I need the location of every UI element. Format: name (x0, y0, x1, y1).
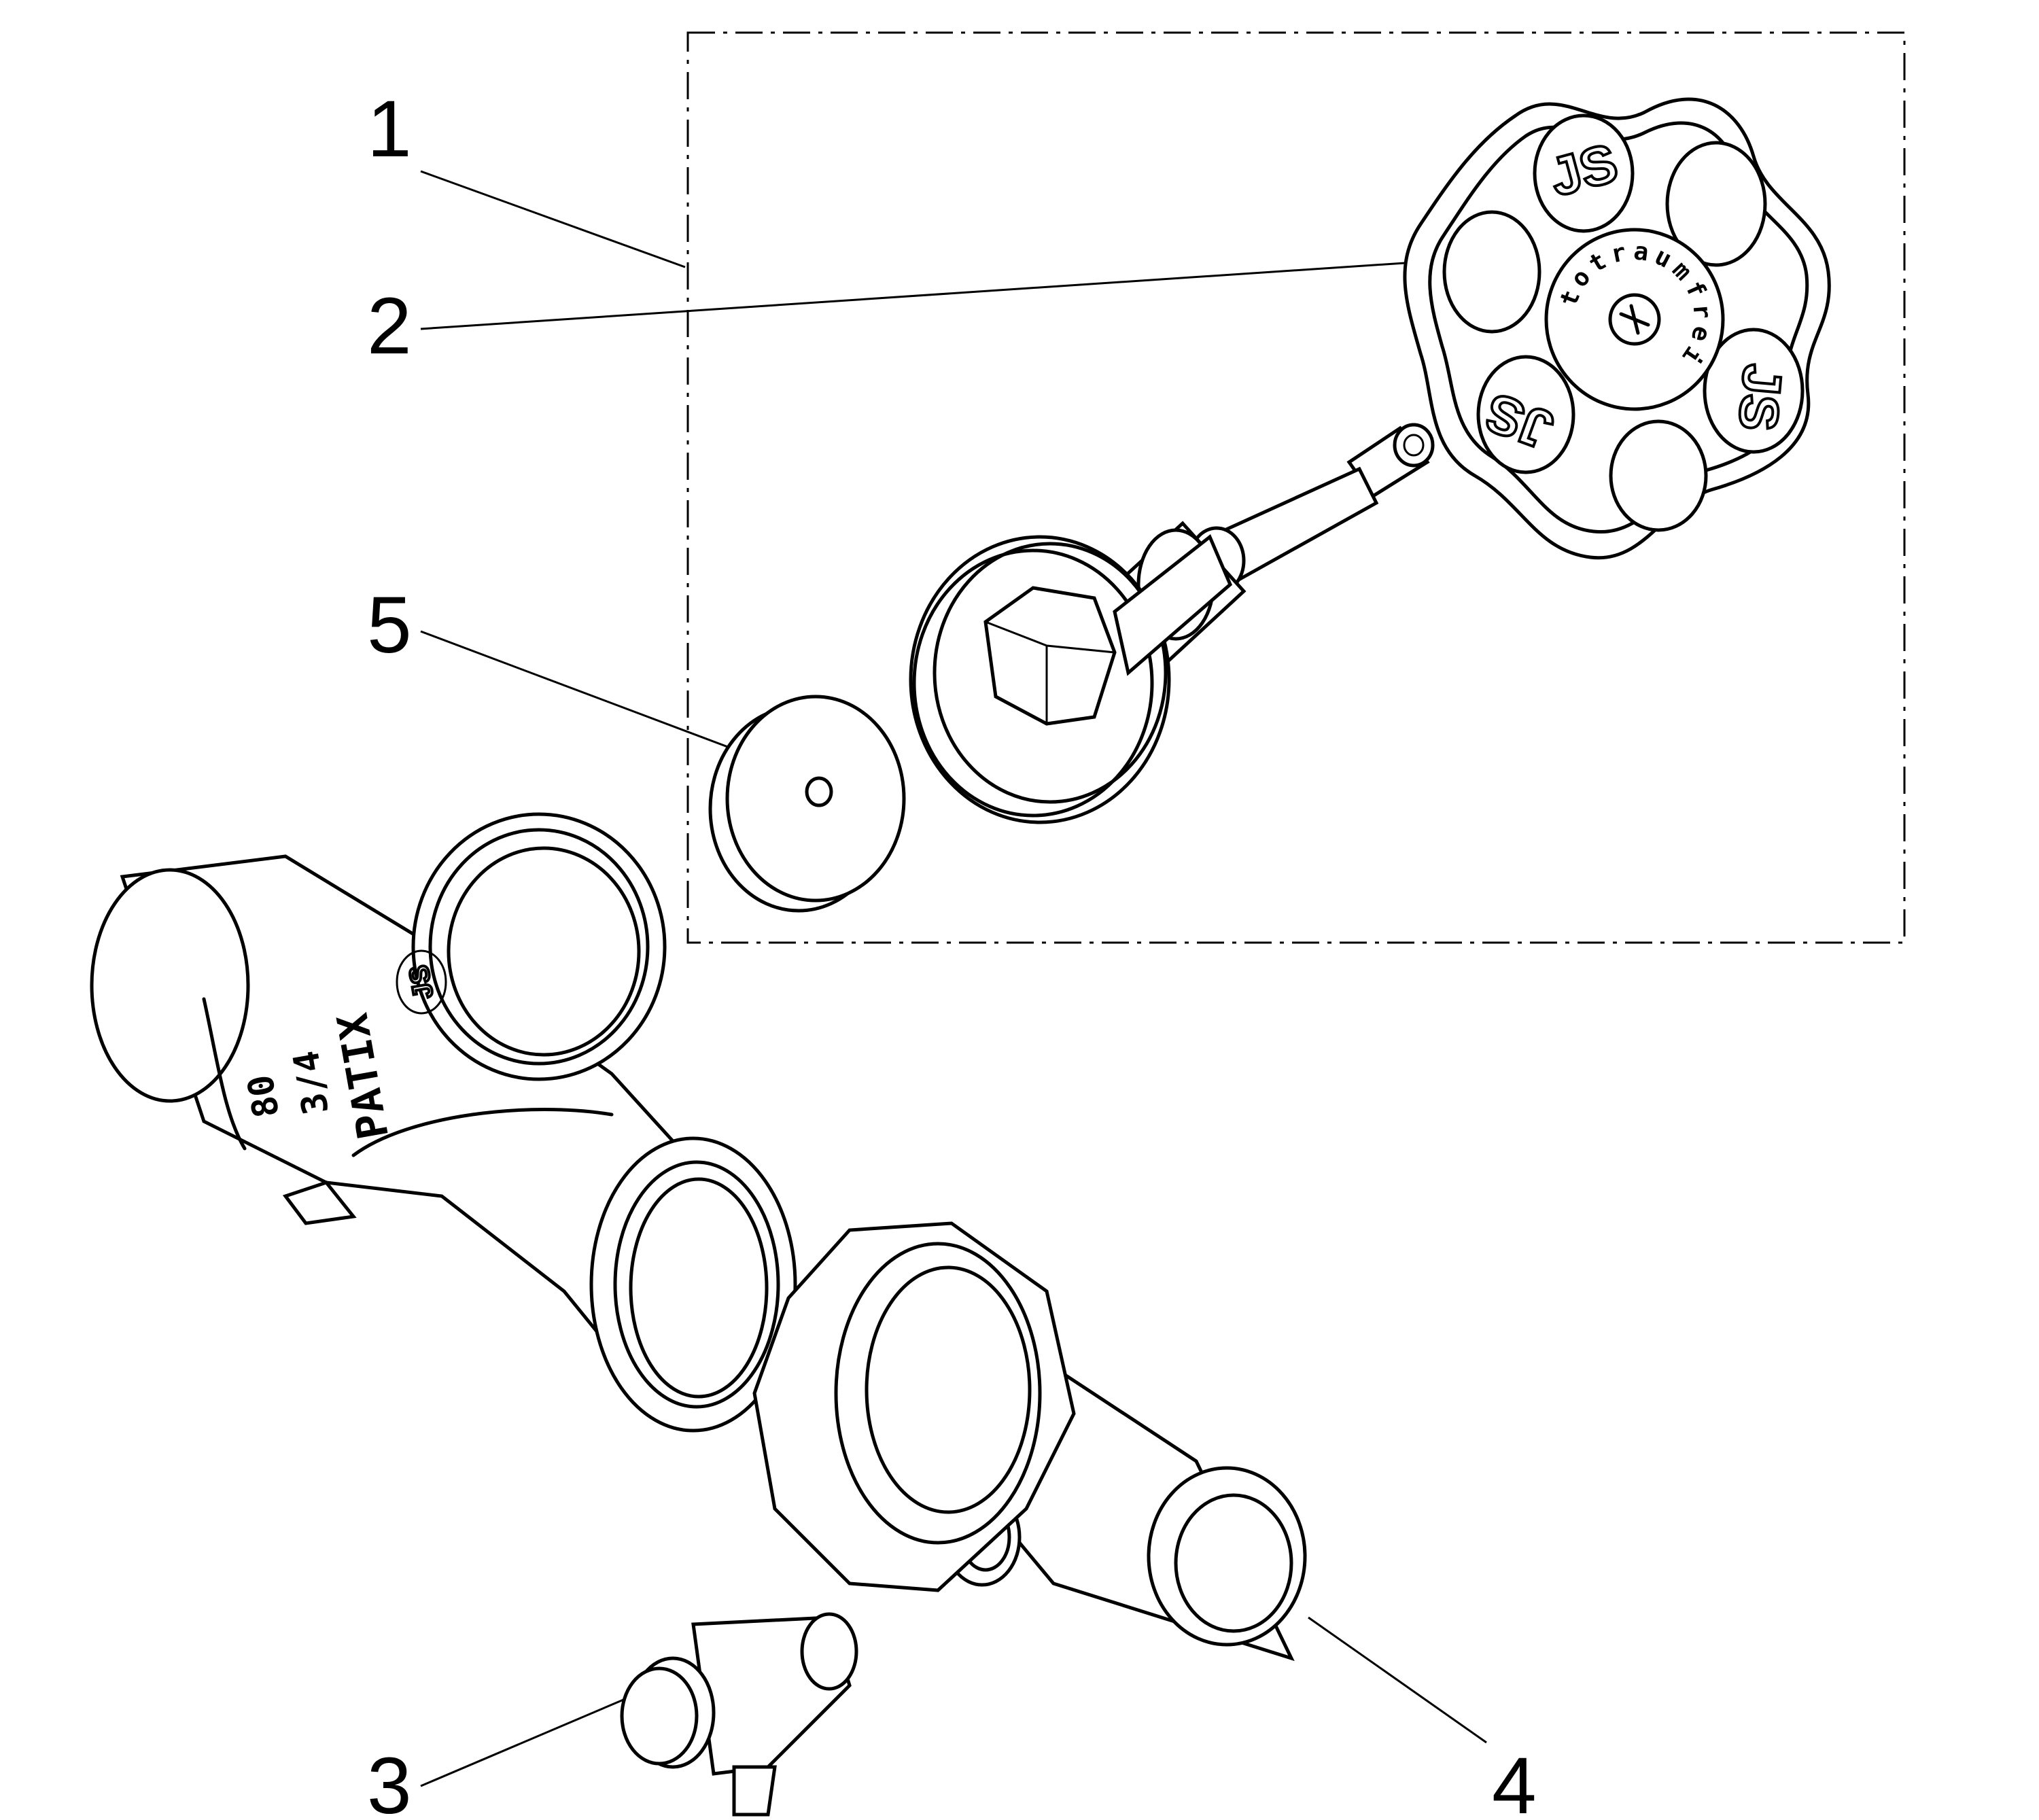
drain-valve (620, 1612, 858, 1817)
callout-label-1: 1 (367, 84, 412, 174)
callout-label-4: 4 (1492, 1741, 1537, 1820)
body-logo: JS (404, 963, 439, 1001)
leader-line-2 (420, 262, 1406, 330)
bonnet (909, 534, 1233, 824)
handwheel-logo: JS (1727, 362, 1793, 433)
body-rating-marking: 80 (240, 1072, 287, 1121)
disc-center-hole (805, 776, 833, 807)
leader-line-1 (420, 170, 686, 268)
bonnet-hex-nut (983, 586, 1117, 726)
handwheel: JS JS JS totraumfrei (1403, 97, 1831, 560)
callout-label-5: 5 (367, 580, 412, 670)
valve-body: JS PATIX 3/4 80 (90, 812, 797, 1433)
leader-line-3 (420, 1695, 632, 1787)
callout-label-2: 2 (367, 281, 412, 371)
leader-line-4 (1308, 1616, 1487, 1744)
union-nut (752, 1221, 1076, 1592)
leader-line-5 (420, 630, 770, 764)
union-tailpiece (752, 1221, 1307, 1662)
assembly-group-box (686, 31, 1906, 944)
valve-disc (708, 695, 906, 913)
callout-label-3: 3 (367, 1741, 412, 1820)
screw-cross-icon (1619, 304, 1650, 335)
